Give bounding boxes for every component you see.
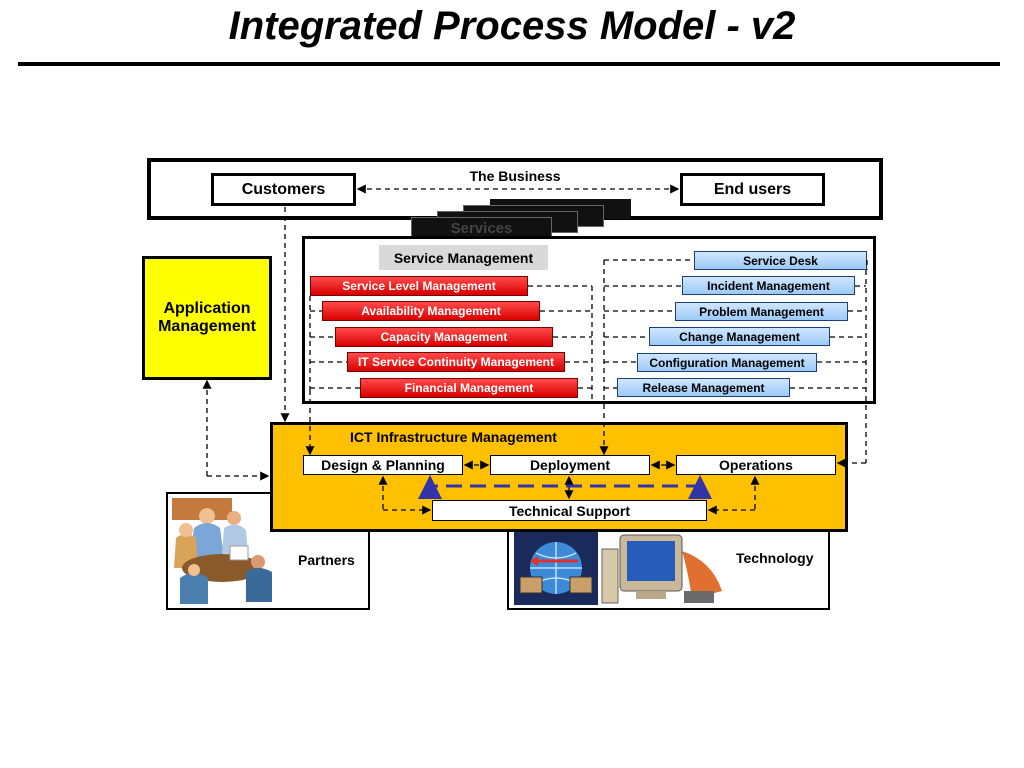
technology-label: Technology (736, 550, 814, 566)
design-planning-box: Design & Planning (303, 455, 463, 475)
operations-box: Operations (676, 455, 836, 475)
incident-management: Incident Management (682, 276, 855, 295)
services-label: Services (450, 220, 513, 237)
application-management-label: Application Management (158, 300, 256, 335)
technical-support-box: Technical Support (432, 500, 707, 521)
capacity-management: Capacity Management (335, 327, 553, 347)
change-management: Change Management (649, 327, 830, 346)
technology-clipart (514, 531, 722, 605)
service-management-title: Service Management (379, 245, 548, 270)
page-title: Integrated Process Model - v2 (228, 4, 796, 48)
it-service-continuity-management: IT Service Continuity Management (347, 352, 565, 372)
title-divider (18, 62, 1000, 66)
configuration-management: Configuration Management (637, 353, 817, 372)
application-management-box: Application Management (142, 256, 272, 380)
deployment-box: Deployment (490, 455, 650, 475)
customers-box: Customers (211, 173, 356, 206)
partners-label: Partners (298, 552, 355, 568)
business-label: The Business (469, 168, 561, 184)
availability-management: Availability Management (322, 301, 540, 321)
release-management: Release Management (617, 378, 790, 397)
end-users-box: End users (680, 173, 825, 206)
ict-infrastructure-title: ICT Infrastructure Management (350, 429, 557, 445)
problem-management: Problem Management (675, 302, 848, 321)
partners-clipart (172, 498, 274, 604)
service-level-management: Service Level Management (310, 276, 528, 296)
service-desk: Service Desk (694, 251, 867, 270)
financial-management: Financial Management (360, 378, 578, 398)
